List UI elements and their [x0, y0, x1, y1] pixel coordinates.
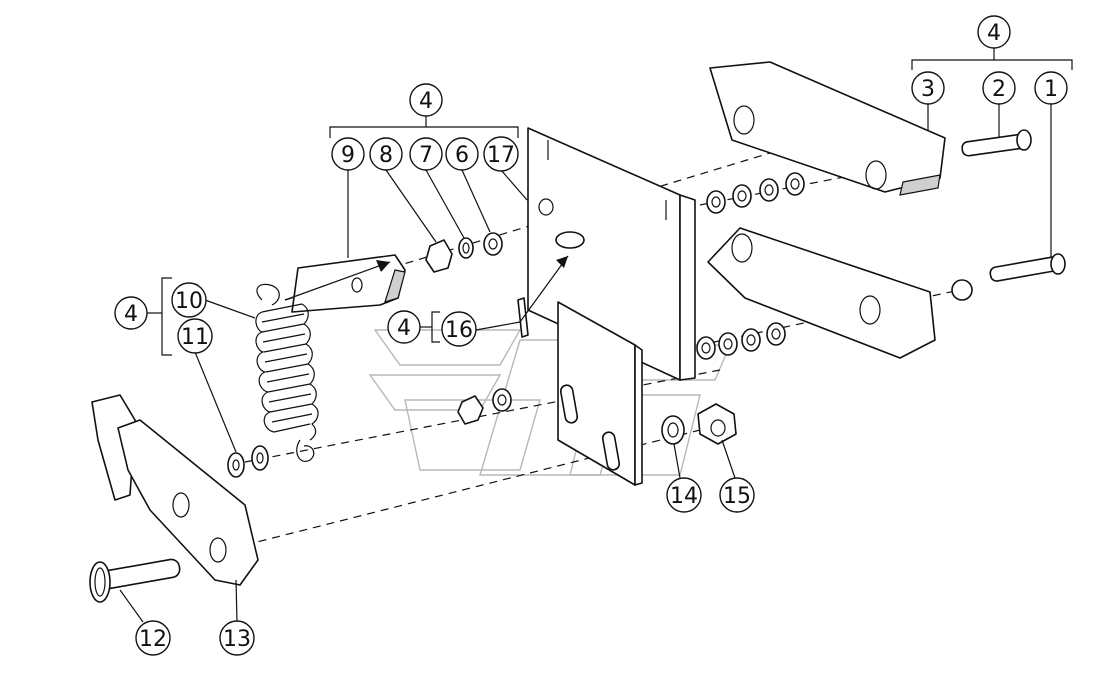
- top-arm-part-3: [709, 61, 946, 196]
- washer-part-14: [661, 415, 685, 445]
- svg-text:11: 11: [181, 325, 209, 350]
- upper-washers: [706, 172, 805, 214]
- callout-9: 9: [331, 137, 365, 171]
- callout-2: 2: [982, 71, 1016, 105]
- svg-text:4: 4: [397, 316, 411, 341]
- lower-arm: [707, 227, 936, 359]
- pin-part-12: [89, 558, 181, 603]
- cylinder-bushing: [555, 231, 585, 249]
- svg-text:4: 4: [987, 21, 1001, 46]
- svg-text:16: 16: [445, 318, 473, 343]
- svg-text:4: 4: [419, 89, 433, 114]
- washer-part-7: [458, 237, 474, 259]
- leader-lines: [119, 104, 1052, 623]
- callout-3: 3: [911, 71, 945, 105]
- callout-15: 15: [719, 477, 755, 513]
- callout-11: 11: [177, 318, 213, 354]
- callout-4-mid: 4: [409, 83, 443, 117]
- svg-text:7: 7: [419, 143, 433, 168]
- washer-part-6: [483, 232, 503, 256]
- svg-text:12: 12: [139, 627, 167, 652]
- bolt-part-2: [961, 129, 1032, 157]
- callout-7: 7: [409, 137, 443, 171]
- svg-text:13: 13: [223, 627, 251, 652]
- bracket-left: [147, 277, 172, 356]
- bolt-part-1: [951, 253, 1066, 301]
- callout-1: 1: [1034, 71, 1068, 105]
- nut-mid: [457, 395, 484, 425]
- svg-text:4: 4: [124, 302, 138, 327]
- lever-part-9: [284, 254, 406, 313]
- bracket-pin: [420, 311, 440, 343]
- bracket-mid: [329, 116, 519, 138]
- svg-text:3: 3: [921, 77, 935, 102]
- nut-part-8: [425, 239, 453, 273]
- svg-text:14: 14: [670, 484, 698, 509]
- plate-part-13: [91, 394, 259, 586]
- svg-text:1: 1: [1044, 77, 1058, 102]
- callout-13: 13: [219, 620, 255, 656]
- svg-text:8: 8: [379, 143, 393, 168]
- callout-8: 8: [369, 137, 403, 171]
- lower-washers: [696, 322, 786, 360]
- nut-part-15: [697, 403, 737, 445]
- callout-12: 12: [135, 620, 171, 656]
- svg-text:9: 9: [341, 143, 355, 168]
- callout-14: 14: [666, 477, 702, 513]
- callout-4-pin: 4: [387, 310, 421, 344]
- washer-part-11: [227, 445, 269, 478]
- callout-4-top: 4: [977, 15, 1011, 49]
- washer-mid: [492, 388, 512, 412]
- svg-text:15: 15: [723, 484, 751, 509]
- callout-4-left: 4: [114, 296, 148, 330]
- svg-text:6: 6: [455, 143, 469, 168]
- callout-6: 6: [445, 137, 479, 171]
- callout-17: 17: [483, 136, 519, 172]
- svg-text:2: 2: [992, 77, 1006, 102]
- callout-16: 16: [441, 311, 477, 347]
- bracket-plate: [527, 127, 696, 486]
- spring-part-10: [255, 283, 319, 462]
- svg-text:17: 17: [487, 143, 515, 168]
- svg-text:10: 10: [175, 289, 203, 314]
- callout-10: 10: [171, 282, 207, 318]
- bracket-top: [911, 48, 1073, 70]
